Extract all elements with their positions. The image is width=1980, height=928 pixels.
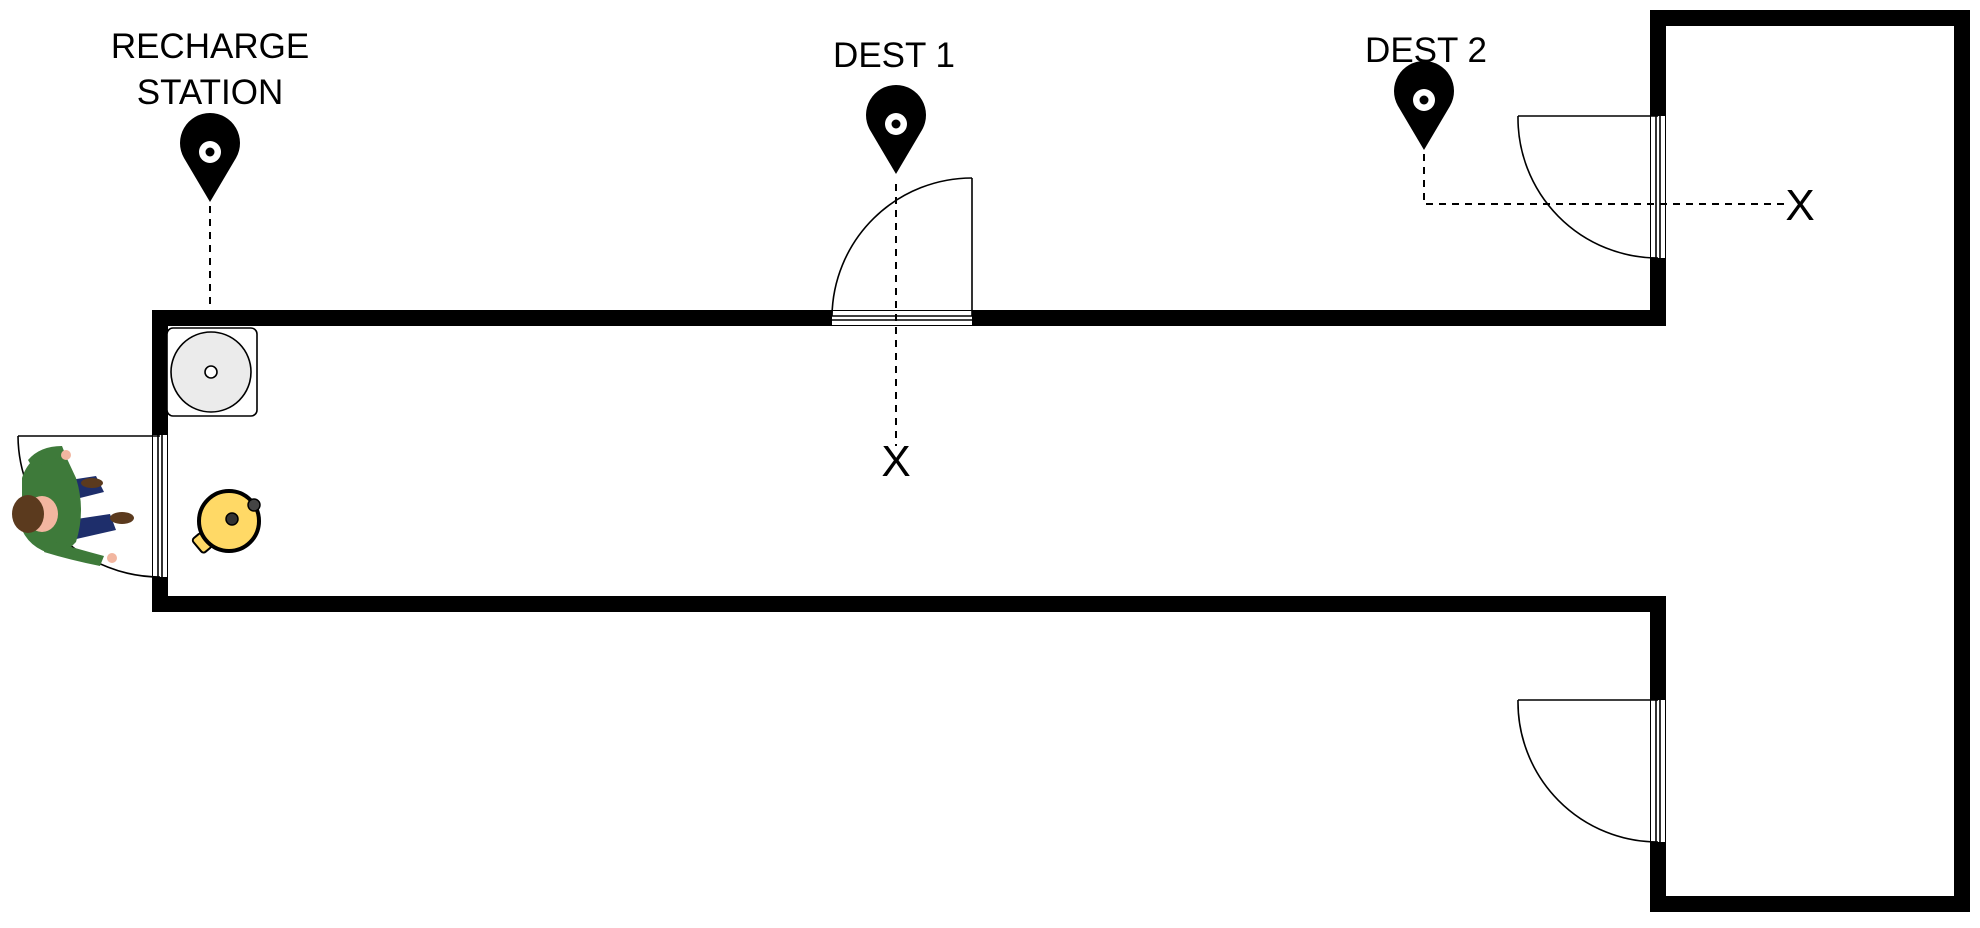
door-room-lower [1517,699,1665,843]
map-pin-icon [180,113,240,202]
recharge-station-label-line1: RECHARGE [111,27,309,66]
door-dest2 [1517,115,1665,259]
guide-lines [209,154,1788,446]
map-pin-icon [1394,61,1454,151]
corridor-bottom-wall [152,596,1666,612]
recharge-station-label-line2: STATION [137,73,283,112]
dest2-guide-line [1423,154,1788,205]
charging-dock-icon [166,327,258,417]
room-top-wall [1650,10,1970,26]
person-icon [12,446,134,566]
dest1-label: DEST 1 [833,36,955,75]
room-bottom-wall [1650,896,1970,912]
room-right-wall [1954,10,1970,912]
walls [152,10,1970,912]
dest2-label: DEST 2 [1365,31,1487,70]
dest2-target-mark: X [1785,181,1814,230]
robot-vacuum-icon [191,489,261,554]
doors [17,115,1665,843]
dest1-target-mark: X [881,437,910,486]
door-entry [17,435,167,578]
door-dest1 [831,177,973,325]
map-pin-icon [866,85,926,174]
